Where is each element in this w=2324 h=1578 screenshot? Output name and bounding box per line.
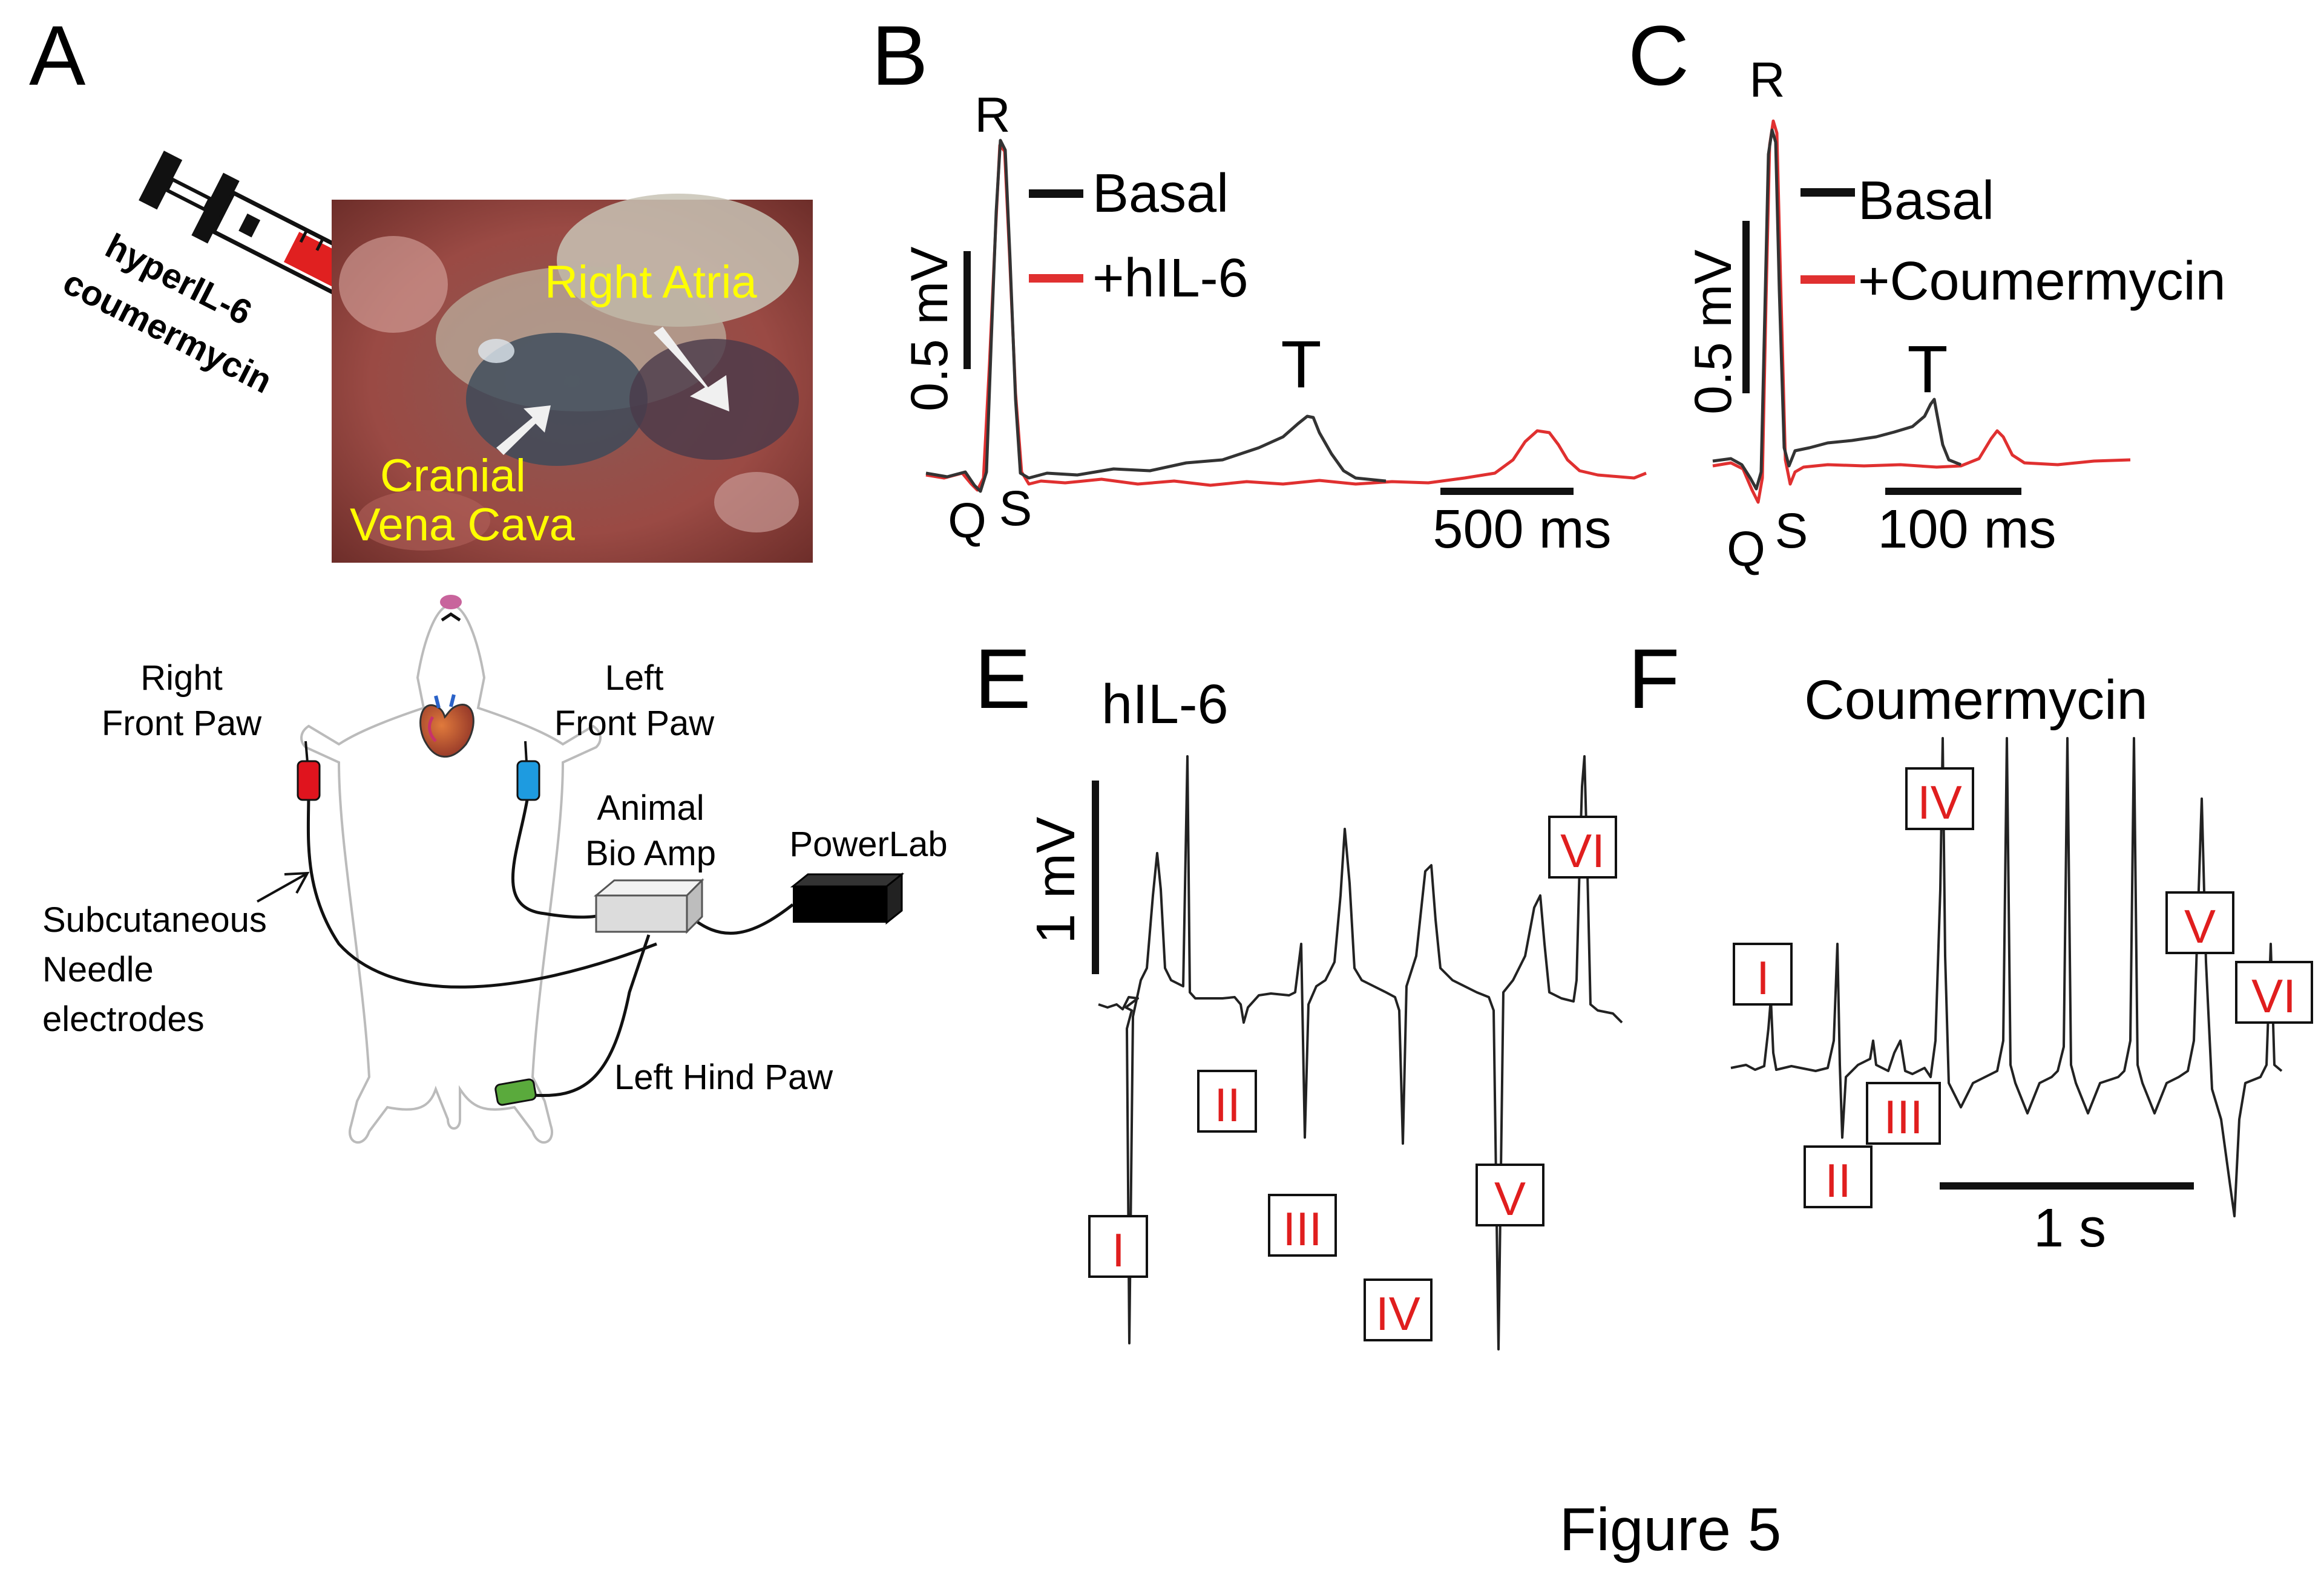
right-front-paw-line1: Right <box>140 658 222 698</box>
panel-e-y-scale-label: 1 mV <box>1026 817 1086 944</box>
panel-c-x-scale-label: 100 ms <box>1877 499 2056 560</box>
bio-amp-box <box>593 878 704 934</box>
electrode-right-front <box>297 760 321 801</box>
mouse-nose-icon <box>440 595 462 609</box>
panel-f-marker-ii: II <box>1804 1145 1873 1208</box>
panel-c-s-label: S <box>1775 503 1808 558</box>
panel-b-x-scale-label: 500 ms <box>1433 499 1611 560</box>
panel-f-markers: I II III IV V VI <box>1733 767 2313 1208</box>
wire-left-hind <box>532 934 651 1098</box>
panel-f-x-scale-label: 1 s <box>2034 1198 2106 1259</box>
panel-c-t-label: T <box>1907 332 1948 407</box>
panel-b-q-label: Q <box>948 493 986 548</box>
left-hind-paw-label: Left Hind Paw <box>614 1058 833 1097</box>
panel-e-marker-vi: VI <box>1548 816 1617 879</box>
left-front-paw-line1: Left <box>605 658 664 698</box>
panel-b-letter: B <box>872 8 928 103</box>
mouse-diagram <box>300 603 602 1144</box>
panel-f-marker-ii-label: II <box>1825 1154 1851 1207</box>
panel-e-marker-v: V <box>1475 1164 1544 1226</box>
bio-amp-line1: Animal <box>597 788 704 828</box>
left-front-paw-line2: Front Paw <box>554 704 715 743</box>
panel-f-marker-v-label: V <box>2184 900 2216 953</box>
panel-c-legend-treated: +Coumermycin <box>1858 251 2226 312</box>
needle-electrodes-line1: Subcutaneous <box>42 900 267 940</box>
panel-f-marker-vi: VI <box>2235 961 2313 1024</box>
bio-amp-line2: Bio Amp <box>585 834 716 873</box>
panel-b-trace-basal <box>925 139 1387 493</box>
panel-b-s-label: S <box>999 481 1032 536</box>
needle-electrodes-line2: Needle <box>42 950 154 989</box>
panel-e-marker-i: I <box>1088 1215 1148 1278</box>
panel-e-marker-vi-label: VI <box>1560 824 1605 877</box>
panel-c-q-label: Q <box>1727 522 1765 577</box>
panel-c-letter: C <box>1628 8 1689 103</box>
wire-left-front <box>511 792 606 919</box>
panel-c-y-scale-label: 0.5 mV <box>1684 250 1742 414</box>
panel-e-marker-iii-label: III <box>1282 1202 1322 1256</box>
panel-e-marker-v-label: V <box>1494 1172 1526 1225</box>
panel-c-legend-basal: Basal <box>1858 171 1994 231</box>
panel-a-letter: A <box>29 8 86 103</box>
panel-f-marker-v: V <box>2165 891 2234 954</box>
panel-e-marker-i-label: I <box>1112 1223 1125 1277</box>
panel-f-letter: F <box>1628 631 1680 726</box>
panel-c-trace-treated <box>1712 119 2131 504</box>
mouse-mouth-icon <box>441 612 461 622</box>
figure-title: Figure 5 <box>1560 1496 1782 1563</box>
heart-icon <box>419 694 474 758</box>
panel-b-t-label: T <box>1281 327 1321 402</box>
wire-right-front <box>306 792 657 989</box>
panel-c-trace-basal <box>1712 128 1961 491</box>
wire-powerlab <box>686 903 794 935</box>
panel-e-markers: I II III IV V VI <box>1088 816 1617 1341</box>
panel-a: A hyperIL-6 coumermycin <box>29 8 948 1144</box>
panel-f-marker-i-label: I <box>1756 951 1770 1004</box>
panel-e-marker-iii: III <box>1268 1194 1337 1257</box>
panel-f-trace <box>1730 737 2283 1217</box>
right-front-paw-line2: Front Paw <box>102 704 262 743</box>
panel-e-marker-iv-label: IV <box>1376 1287 1420 1340</box>
panel-e: E hIL-6 1 mV <box>974 631 1623 1350</box>
panel-e-marker-ii: II <box>1197 1070 1257 1133</box>
vena-cava-label: Vena Cava <box>350 499 576 551</box>
panel-e-marker-ii-label: II <box>1214 1078 1240 1131</box>
panel-f-marker-i: I <box>1733 943 1793 1006</box>
panel-b-r-label: R <box>974 88 1010 143</box>
cranial-label: Cranial <box>380 450 526 502</box>
electrode-left-hind <box>494 1078 537 1106</box>
panel-b: B R Q S T Basal +hIL-6 0.5 mV 500 ms <box>872 8 1647 560</box>
panel-b-y-scale-label: 0.5 mV <box>901 247 959 411</box>
panel-c: C R Q S T Basal +Coumermycin 0.5 mV 100 … <box>1628 8 2226 577</box>
panel-b-legend-basal: Basal <box>1092 163 1229 224</box>
needle-electrodes-line3: electrodes <box>42 1000 205 1039</box>
panel-e-trace <box>1098 755 1623 1350</box>
powerlab-label: PowerLab <box>789 825 947 864</box>
panel-f-marker-iii-label: III <box>1883 1090 1923 1144</box>
panel-b-legend-treated: +hIL-6 <box>1092 248 1249 309</box>
panel-f-marker-iv: IV <box>1905 767 1974 830</box>
panel-c-r-label: R <box>1749 53 1785 108</box>
panel-f-title: Coumermycin <box>1804 669 2147 731</box>
panel-f-marker-iii: III <box>1866 1082 1941 1145</box>
panel-f-marker-iv-label: IV <box>1917 776 1962 829</box>
right-atria-label: Right Atria <box>545 257 757 308</box>
powerlab-box <box>790 872 905 925</box>
electrode-left-front <box>516 760 540 801</box>
surgical-photo: Right Atria Cranial Vena Cava <box>332 194 813 563</box>
panel-e-title: hIL-6 <box>1101 673 1229 735</box>
panel-f: F Coumermycin 1 s <box>1628 631 2283 1259</box>
panel-f-marker-vi-label: VI <box>2251 969 2296 1023</box>
panel-e-marker-iv: IV <box>1364 1278 1433 1341</box>
panel-e-letter: E <box>974 631 1031 726</box>
